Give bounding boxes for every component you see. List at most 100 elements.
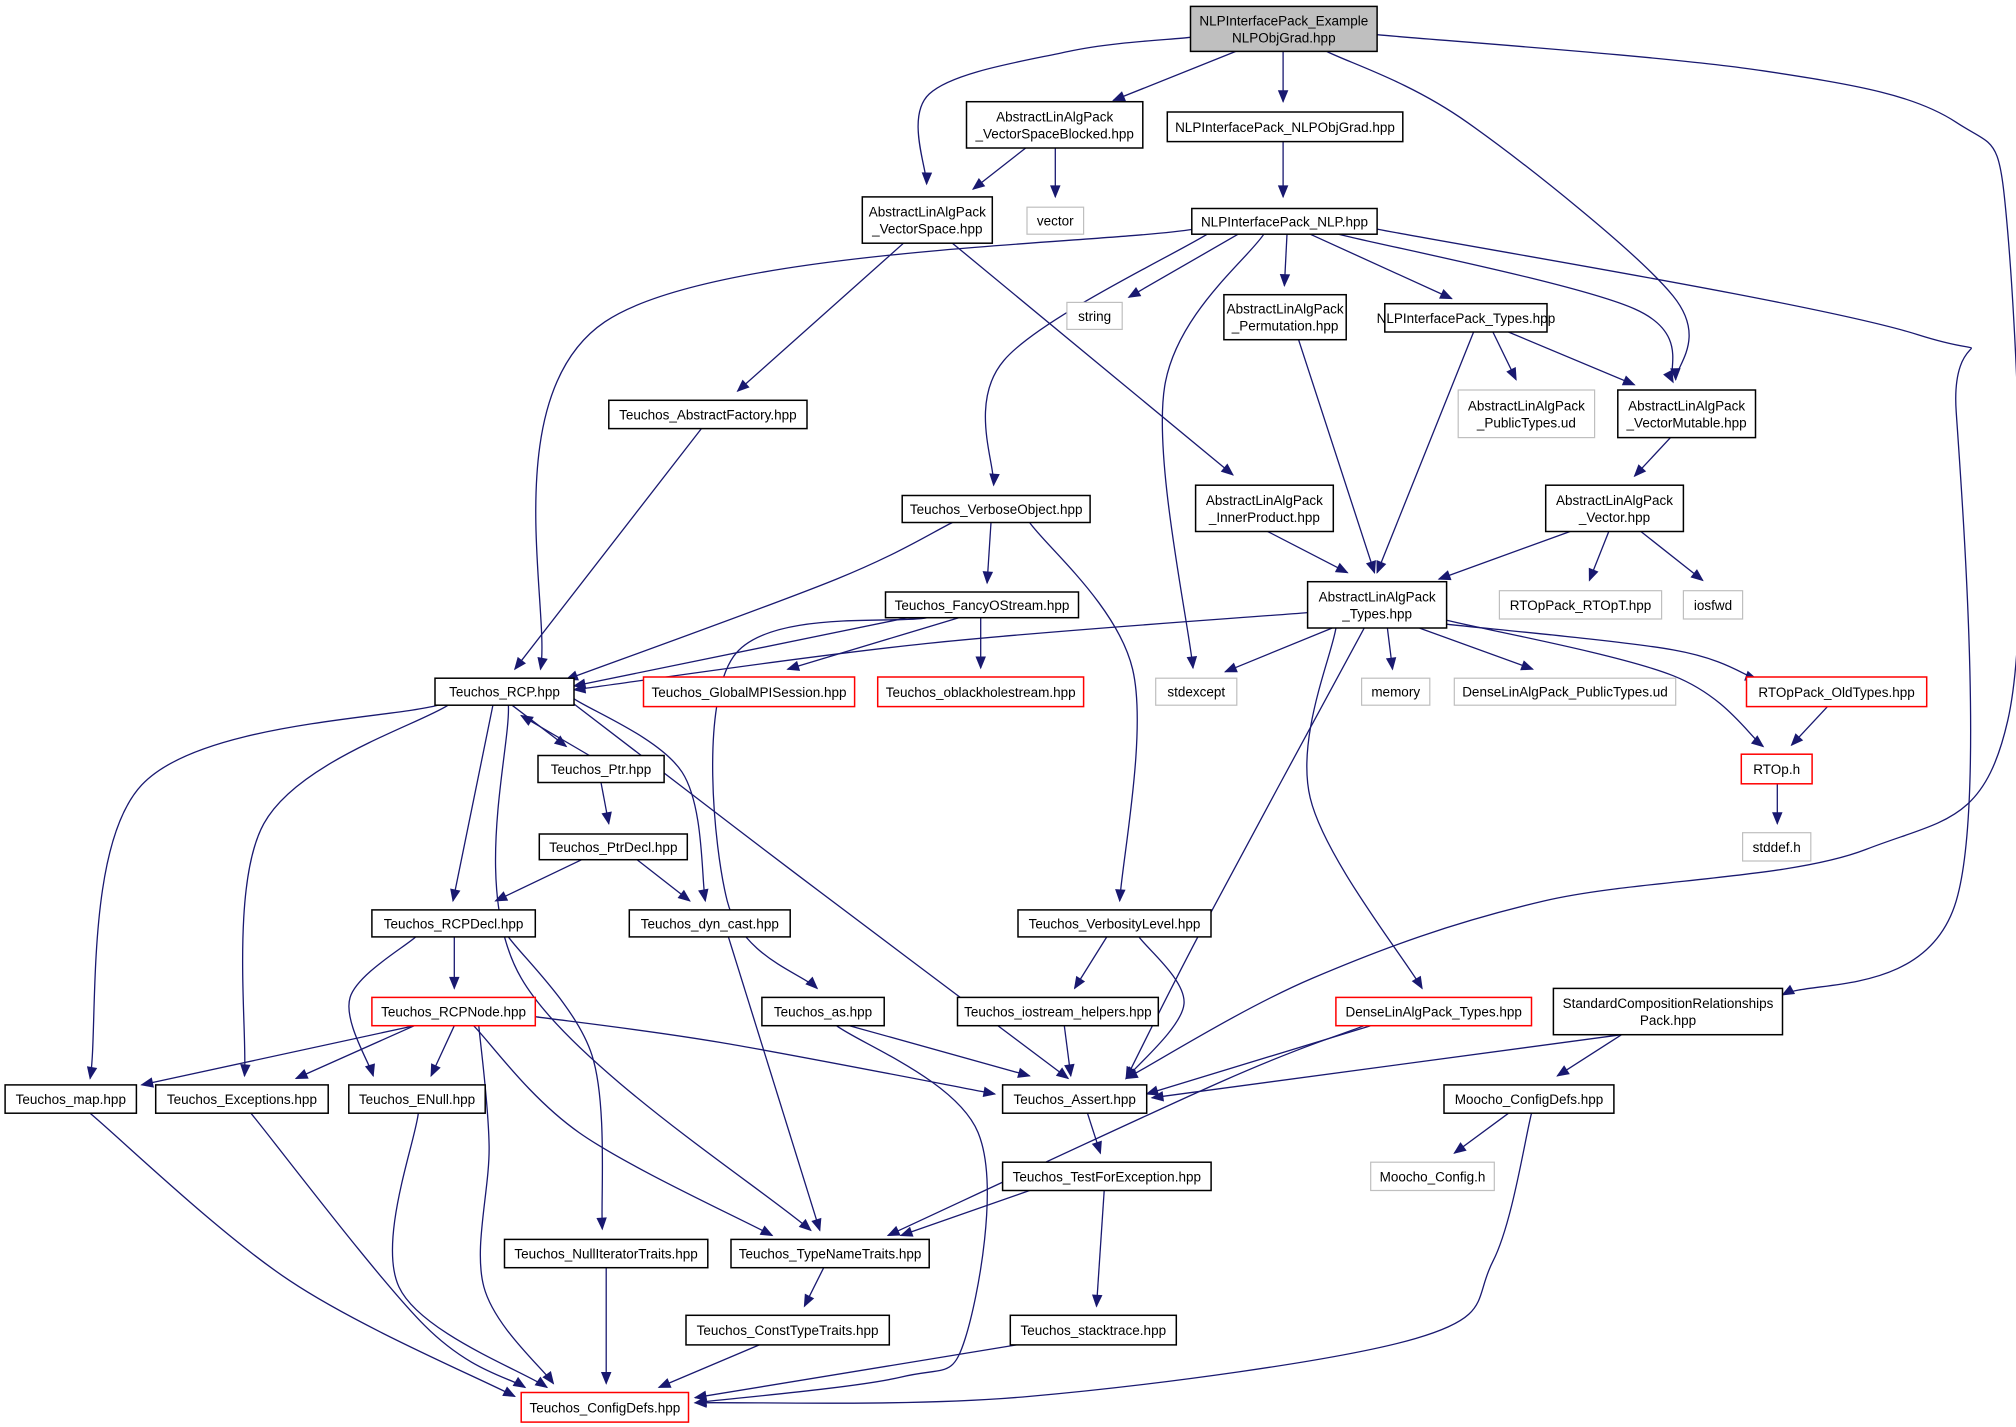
edge-assert-to-testforexception — [1086, 1113, 1102, 1155]
edge-arrowhead — [1125, 1066, 1138, 1080]
edge-line — [514, 428, 702, 670]
node-vectorhpp[interactable]: AbstractLinAlgPack_Vector.hpp — [1544, 484, 1685, 533]
node-densepublic[interactable]: DenseLinAlgPack_PublicTypes.ud — [1453, 677, 1677, 706]
node-iostreamhelpers[interactable]: Teuchos_iostream_helpers.hpp — [956, 996, 1160, 1027]
node-innerproduct[interactable]: AbstractLinAlgPack_InnerProduct.hpp — [1194, 484, 1335, 533]
node-stacktrace[interactable]: Teuchos_stacktrace.hpp — [1009, 1314, 1178, 1346]
node-typenametraits[interactable]: Teuchos_TypeNameTraits.hpp — [730, 1238, 930, 1269]
node-globalmpi[interactable]: Teuchos_GlobalMPISession.hpp — [642, 676, 856, 708]
node-stddef[interactable]: stddef.h — [1741, 832, 1812, 862]
node-rtopt[interactable]: RTOpPack_RTOpT.hpp — [1498, 590, 1663, 620]
node-rtoph[interactable]: RTOp.h — [1740, 753, 1813, 785]
node-verbositylevel[interactable]: Teuchos_VerbosityLevel.hpp — [1017, 909, 1212, 938]
edge-line — [1556, 1034, 1622, 1077]
node-ptrdecl[interactable]: Teuchos_PtrDecl.hpp — [538, 833, 689, 861]
node-map[interactable]: Teuchos_map.hpp — [4, 1084, 138, 1114]
node-label: NLPInterfacePack_NLP.hpp — [1201, 214, 1368, 229]
node-box — [154, 1084, 329, 1114]
edge-nlp-to-rcp — [535, 228, 1195, 671]
node-publictypes[interactable]: AbstractLinAlgPack_PublicTypes.ud — [1457, 389, 1596, 439]
node-nlpobjgrad[interactable]: NLPInterfacePack_NLPObjGrad.hpp — [1166, 111, 1404, 143]
node-testforexception[interactable]: Teuchos_TestForException.hpp — [1001, 1161, 1212, 1192]
node-iosfwd[interactable]: iosfwd — [1682, 590, 1744, 620]
edge-line — [1438, 530, 1571, 580]
node-dyncast[interactable]: Teuchos_dyn_cast.hpp — [628, 909, 791, 938]
node-nlp[interactable]: NLPInterfacePack_NLP.hpp — [1191, 207, 1378, 235]
edge-arrowhead — [1385, 657, 1397, 671]
node-altypes[interactable]: AbstractLinAlgPack_Types.hpp — [1306, 580, 1448, 629]
edge-arrowhead — [1670, 368, 1681, 382]
edge-line — [1224, 627, 1333, 673]
edge-arrowhead — [537, 656, 548, 671]
node-box — [1335, 996, 1533, 1027]
node-box — [1443, 1084, 1615, 1114]
node-label: Teuchos_stacktrace.hpp — [1021, 1323, 1167, 1338]
edge-arrowhead — [693, 1390, 708, 1402]
node-verboseobject[interactable]: Teuchos_VerboseObject.hpp — [901, 494, 1091, 524]
edge-arrowhead — [534, 1376, 549, 1389]
node-densetypes[interactable]: DenseLinAlgPack_Types.hpp — [1335, 996, 1533, 1027]
edge-arrowhead — [449, 976, 460, 990]
node-label: NLPObjGrad.hpp — [1232, 30, 1336, 45]
edge-nlptypes-to-publictypes — [1492, 331, 1517, 381]
edge-iostreamhelpers-to-assert — [1063, 1025, 1075, 1078]
node-oldtypes[interactable]: RTOpPack_OldTypes.hpp — [1745, 676, 1928, 708]
edge-line — [1376, 331, 1475, 573]
node-configdefs[interactable]: Teuchos_ConfigDefs.hpp — [520, 1391, 690, 1423]
node-exceptions[interactable]: Teuchos_Exceptions.hpp — [154, 1084, 329, 1114]
edge-rcp-to-assert — [573, 703, 1070, 1080]
node-consttypetraits[interactable]: Teuchos_ConstTypeTraits.hpp — [685, 1314, 891, 1346]
edge-line — [787, 617, 959, 670]
node-string[interactable]: string — [1066, 301, 1123, 330]
node-nlptypes[interactable]: NLPInterfacePack_Types.hpp — [1377, 302, 1556, 333]
node-label: Teuchos_AbstractFactory.hpp — [619, 407, 797, 422]
node-moochoconfigdefs[interactable]: Moocho_ConfigDefs.hpp — [1443, 1084, 1615, 1114]
edge-arrowhead — [698, 888, 709, 903]
node-vecmutable[interactable]: AbstractLinAlgPack_VectorMutable.hpp — [1617, 389, 1757, 439]
edge-arrowhead — [294, 1069, 309, 1080]
edge-arrowhead — [1621, 375, 1636, 386]
edge-line — [535, 1016, 996, 1095]
node-label: Teuchos_ConfigDefs.hpp — [529, 1400, 680, 1415]
edge-arrowhead — [811, 1217, 822, 1232]
node-label: stdexcept — [1167, 685, 1225, 700]
edge-line — [694, 1113, 1533, 1404]
edge-line — [573, 698, 706, 902]
edge-as-to-configdefs — [693, 1025, 988, 1407]
node-stdexcept[interactable]: stdexcept — [1155, 677, 1238, 706]
node-vector_std[interactable]: vector — [1026, 206, 1085, 235]
node-enull[interactable]: Teuchos_ENull.hpp — [348, 1084, 486, 1114]
edge-line — [507, 936, 604, 1230]
edge-arrowhead — [693, 1397, 707, 1408]
edge-layer — [86, 34, 2016, 1408]
node-as[interactable]: Teuchos_as.hpp — [761, 996, 885, 1027]
node-nulliter[interactable]: Teuchos_NullIteratorTraits.hpp — [503, 1238, 709, 1269]
node-abstractfactory[interactable]: Teuchos_AbstractFactory.hpp — [608, 399, 808, 430]
node-vsblocked[interactable]: AbstractLinAlgPack_VectorSpaceBlocked.hp… — [965, 100, 1144, 149]
node-memory[interactable]: memory — [1360, 677, 1431, 706]
node-box — [884, 591, 1080, 619]
edge-arrowhead — [1437, 570, 1452, 581]
node-vectorspace[interactable]: AbstractLinAlgPack_VectorSpace.hpp — [861, 196, 994, 244]
node-label: Moocho_Config.h — [1380, 1169, 1486, 1184]
node-moochoconfig[interactable]: Moocho_Config.h — [1370, 1161, 1495, 1192]
edge-root-to-nlpobjgrad — [1277, 51, 1289, 104]
node-ptr[interactable]: Teuchos_Ptr.hpp — [537, 754, 665, 784]
edge-arrowhead — [1150, 1091, 1164, 1102]
node-oblackhole[interactable]: Teuchos_oblackholestream.hpp — [876, 676, 1085, 708]
node-rcpdecl[interactable]: Teuchos_RCPDecl.hpp — [371, 909, 537, 938]
edge-verboseobject-to-fancyostream — [982, 522, 994, 585]
edge-altypes-to-memory — [1385, 628, 1397, 671]
node-fancyostream[interactable]: Teuchos_FancyOStream.hpp — [884, 591, 1080, 619]
node-label: Pack.hpp — [1640, 1013, 1696, 1028]
node-assert[interactable]: Teuchos_Assert.hpp — [1001, 1084, 1148, 1114]
node-permutation[interactable]: AbstractLinAlgPack_Permutation.hpp — [1223, 293, 1347, 341]
node-rcp[interactable]: Teuchos_RCP.hpp — [434, 677, 575, 706]
node-rcpnode[interactable]: Teuchos_RCPNode.hpp — [371, 996, 537, 1027]
node-box — [1166, 111, 1404, 143]
node-label: AbstractLinAlgPack — [1319, 589, 1436, 604]
edge-arrowhead — [513, 656, 526, 671]
node-box — [1223, 293, 1347, 341]
